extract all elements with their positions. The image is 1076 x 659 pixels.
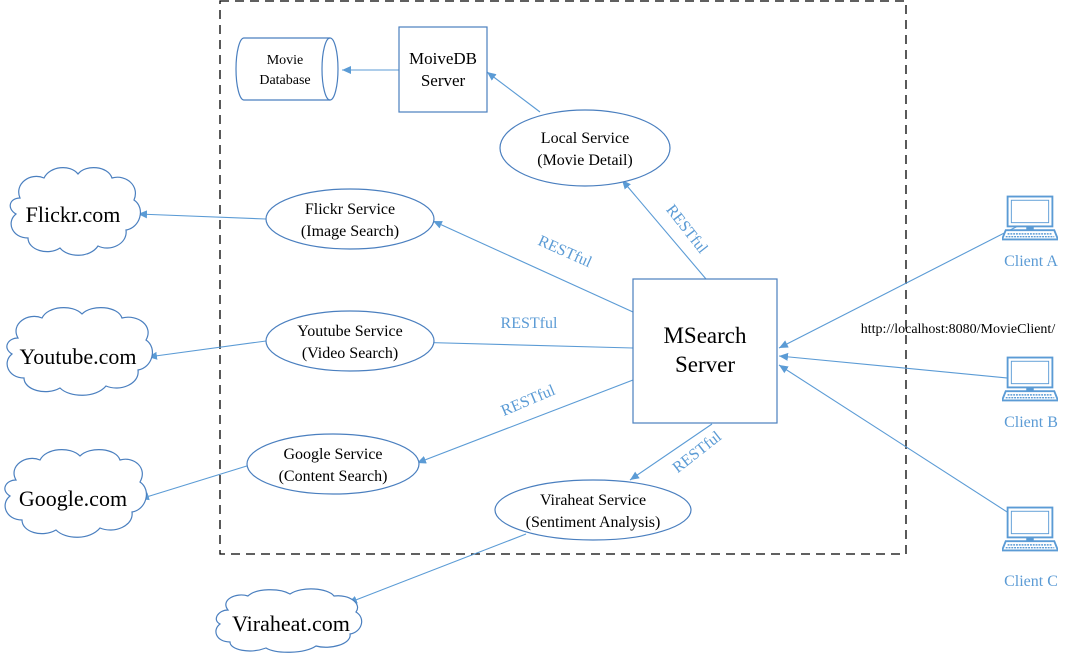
viraheat-cloud: Viraheat.com <box>215 588 363 653</box>
edge-local-to-moviedb <box>486 71 541 113</box>
edge-flickr-service-to-cloud <box>137 210 267 220</box>
system-boundary <box>219 0 907 555</box>
google-cloud-label: Google.com <box>19 486 127 511</box>
local-service: Local Service (Movie Detail) <box>499 109 671 187</box>
edge-youtube-service-to-cloud <box>147 340 267 360</box>
edge-label-local: RESTful <box>662 202 711 258</box>
flickr-service: Flickr Service (Image Search) <box>265 188 435 250</box>
moviedb-server-box <box>398 26 488 113</box>
client-c-label: Client C <box>1004 573 1058 590</box>
youtube-cloud: Youtube.com <box>6 307 154 396</box>
edge-client-a-to-msearch <box>778 225 1019 349</box>
local-service-line1: Local Service <box>541 130 629 147</box>
client-b: Client B <box>1002 356 1058 431</box>
viraheat-cloud-label: Viraheat.com <box>232 611 350 636</box>
computer-icon <box>1002 195 1058 241</box>
flickr-cloud: Flickr.com <box>9 167 142 256</box>
flickr-service-line2: (Image Search) <box>301 223 399 240</box>
edge-msearch-to-google <box>416 379 634 464</box>
database-line1: Movie <box>267 53 304 68</box>
client-a-label: Client A <box>1004 253 1058 270</box>
client-a: Client A <box>1002 195 1058 270</box>
edge-viraheat-service-to-cloud <box>347 533 527 604</box>
flickr-service-ellipse <box>265 188 435 250</box>
local-service-ellipse <box>499 109 671 187</box>
edge-msearch-to-viraheat <box>629 423 713 481</box>
moviedb-server-line2: Server <box>421 71 466 90</box>
youtube-service-ellipse <box>265 310 435 372</box>
msearch-server-box <box>632 278 778 424</box>
google-service-line2: (Content Search) <box>279 468 388 485</box>
flickr-cloud-label: Flickr.com <box>26 202 121 227</box>
cloud-icon <box>9 167 142 256</box>
edge-client-c-to-msearch <box>778 364 1019 520</box>
client-c: Client C <box>1002 506 1058 590</box>
edge-label-youtube: RESTful <box>501 315 558 332</box>
youtube-service: Youtube Service (Video Search) <box>265 310 435 372</box>
viraheat-service-line2: (Sentiment Analysis) <box>526 514 661 531</box>
edge-label-flickr: RESTful <box>535 233 594 272</box>
client-b-label: Client B <box>1004 414 1058 431</box>
cloud-icon <box>215 588 363 653</box>
msearch-server-line1: MSearch <box>663 323 747 348</box>
computer-icon <box>1002 356 1058 402</box>
viraheat-service-line1: Viraheat Service <box>540 492 646 509</box>
moviedb-server-line1: MoiveDB <box>409 49 477 68</box>
edge-google-service-to-cloud <box>139 464 251 501</box>
edge-msearch-to-youtube <box>408 338 634 349</box>
movie-database: Movie Database <box>235 37 339 101</box>
database-line2: Database <box>259 73 310 88</box>
moviedb-server: MoiveDB Server <box>398 26 488 113</box>
cloud-icon <box>6 307 154 396</box>
viraheat-service-ellipse <box>494 479 692 541</box>
computer-icon <box>1002 506 1058 552</box>
cloud-icon <box>4 449 148 538</box>
connectors <box>137 66 1019 604</box>
viraheat-service: Viraheat Service (Sentiment Analysis) <box>494 479 692 541</box>
youtube-service-line1: Youtube Service <box>297 323 402 340</box>
google-cloud: Google.com <box>4 449 148 538</box>
msearch-server-line2: Server <box>675 352 735 377</box>
youtube-service-line2: (Video Search) <box>302 345 398 362</box>
flickr-service-line1: Flickr Service <box>305 201 395 218</box>
google-service: Google Service (Content Search) <box>246 433 420 495</box>
edge-label-google: RESTful <box>499 382 559 420</box>
youtube-cloud-label: Youtube.com <box>20 344 137 369</box>
edge-client-b-to-msearch <box>778 352 1019 380</box>
google-service-ellipse <box>246 433 420 495</box>
edge-msearch-to-flickr <box>432 220 634 313</box>
msearch-server: MSearch Server <box>632 278 778 424</box>
cylinder-icon <box>235 37 339 101</box>
edge-label-viraheat: RESTful <box>670 428 726 477</box>
google-service-line1: Google Service <box>283 446 382 463</box>
edge-msearch-to-local <box>621 179 707 280</box>
client-url-label: http://localhost:8080/MovieClient/ <box>861 322 1056 337</box>
local-service-line2: (Movie Detail) <box>537 152 633 169</box>
